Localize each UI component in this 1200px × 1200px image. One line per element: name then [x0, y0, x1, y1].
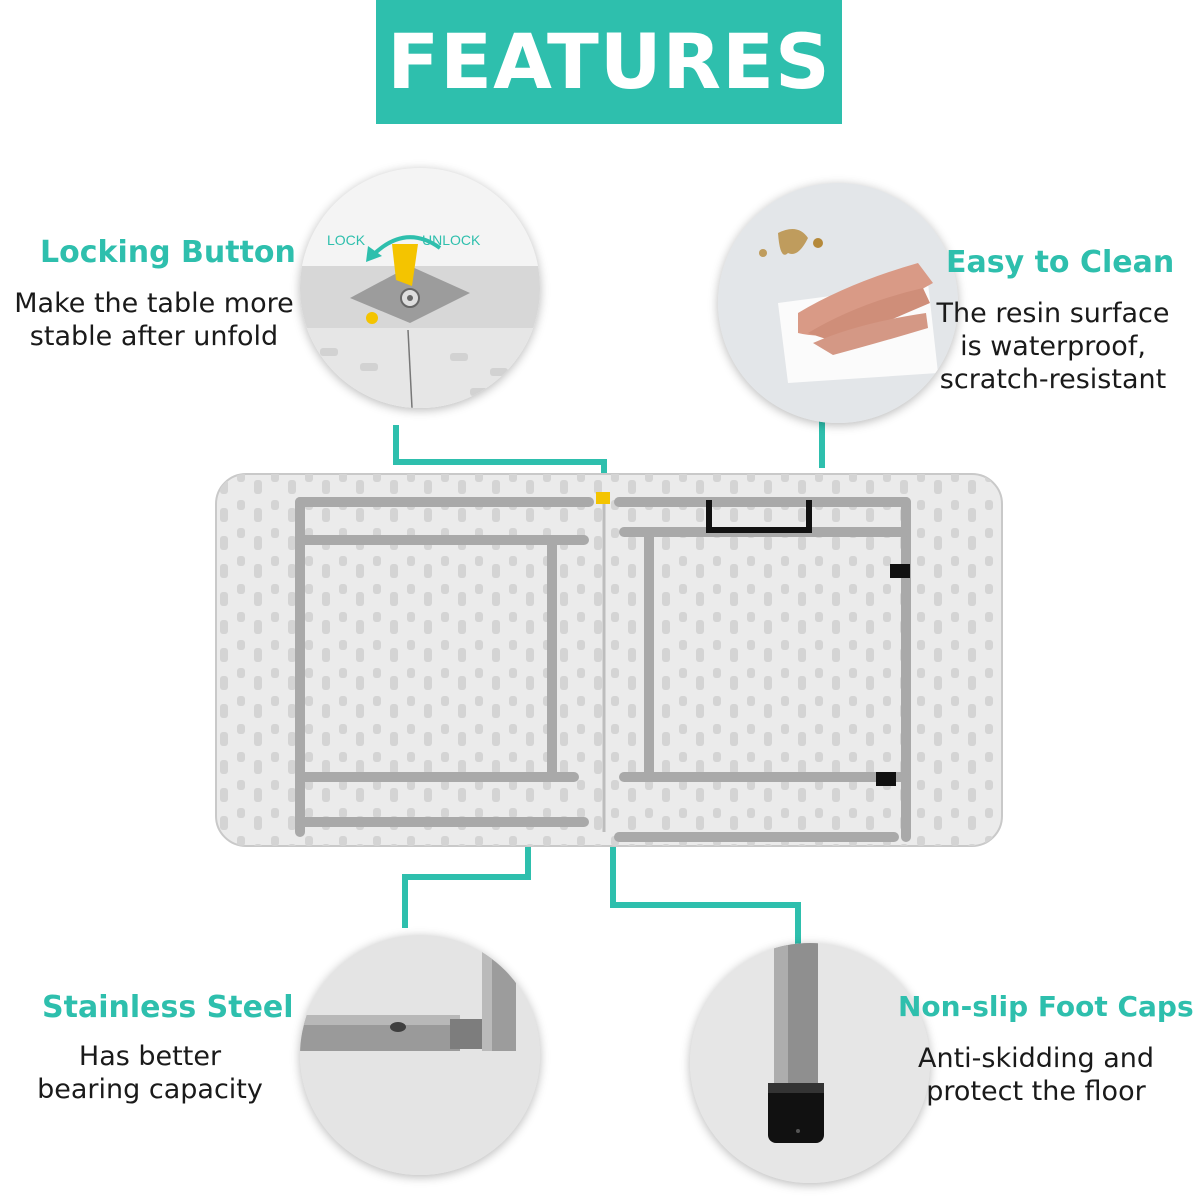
lock-label: LOCK — [327, 232, 366, 248]
foot-caps-inset — [690, 943, 930, 1183]
locking-button-inset: LOCK UNLOCK — [300, 168, 540, 408]
banner-title: FEATURES — [387, 17, 831, 106]
stainless-steel-description: Has better bearing capacity — [37, 1041, 263, 1105]
unlock-label: UNLOCK — [422, 232, 481, 248]
locking-button-title: Locking Button — [40, 235, 296, 270]
stainless-steel-title: Stainless Steel — [42, 990, 294, 1025]
features-banner: FEATURES — [376, 0, 842, 124]
easy-to-clean-inset — [718, 183, 958, 423]
folding-table-image — [215, 473, 1003, 847]
foot-caps-description: Anti-skidding and protect the floor — [917, 1043, 1155, 1107]
curved-arrow-icon — [370, 235, 442, 258]
easy-to-clean-description: The resin surface is waterproof, scratch… — [936, 298, 1170, 395]
foot-caps-title: Non-slip Foot Caps — [898, 990, 1194, 1023]
stainless-steel-inset — [300, 935, 540, 1175]
easy-to-clean-title: Easy to Clean — [946, 245, 1175, 280]
yellow-lever-icon — [392, 244, 418, 286]
locking-button-description: Make the table more stable after unfold — [14, 288, 294, 352]
